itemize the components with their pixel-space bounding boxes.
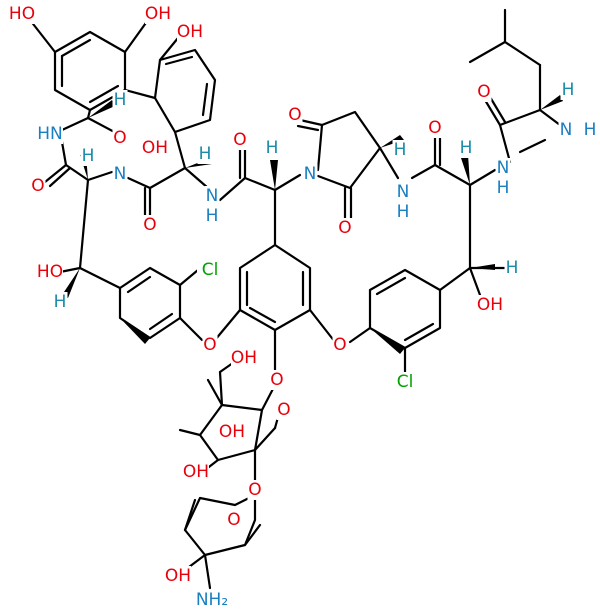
label-bg (112, 128, 128, 148)
atom-label-n-3: N (206, 186, 219, 206)
atom-label-h-me: H (584, 120, 597, 140)
atom-label-cl-right: Cl (397, 372, 414, 392)
label-bg (142, 138, 168, 158)
label-bg (80, 146, 96, 166)
atom-label-o-ether-right: O (333, 335, 346, 355)
label-bg (269, 370, 285, 390)
atom-label-n-5: N (397, 182, 410, 202)
label-bg (197, 260, 223, 280)
atom-label-nh2: NH₂ (196, 590, 228, 610)
atom-label-oh-sugar-4: OH (183, 462, 209, 482)
atom-label-h-n6: H (497, 178, 510, 198)
stereo-wedges (62, 95, 563, 354)
atom-label-oh-top-mid: OH (145, 4, 171, 24)
label-bg (582, 120, 598, 140)
label-bg (183, 462, 209, 482)
atom-label-o-ether-left: O (203, 335, 216, 355)
atom-label-oh-sugar2: OH (165, 566, 191, 586)
label-bg (165, 566, 191, 586)
atom-label-oh-top-left: HO (9, 4, 35, 24)
label-bg (219, 422, 245, 442)
label-bg (9, 4, 35, 24)
label-bg (231, 348, 257, 368)
atom-label-o-pyr-top: O (288, 105, 301, 125)
label-bg (177, 22, 203, 42)
label-bg (392, 140, 408, 160)
label-bg (427, 118, 443, 138)
atom-label-h-a5: H (394, 140, 407, 160)
atom-label-o-sugar2-ring: O (227, 510, 240, 530)
label-bg (504, 258, 520, 278)
atom-label-h-n5: H (397, 202, 410, 222)
label-bg (337, 218, 353, 238)
atom-label-h-benzyl-left: H (54, 292, 67, 312)
label-bg (112, 164, 128, 184)
atom-label-o-sugar-link: O (248, 480, 261, 500)
atom-label-oh-right-benzyl: OH (477, 295, 503, 315)
label-bg (247, 480, 263, 500)
label-bg (193, 590, 231, 610)
atom-label-h-benzyl-right: H (506, 258, 519, 278)
atom-label-o-pyr-bot: O (338, 218, 351, 238)
atom-label-o-glyc: O (270, 370, 283, 390)
atom-label-o-amide5: O (428, 118, 441, 138)
atom-label-o-acid: O (113, 128, 126, 148)
atom-label-oh-sugar-ch2: OH (231, 348, 257, 368)
atom-label-oh-acid: OH (142, 138, 168, 158)
label-bg (332, 335, 348, 355)
label-bg (276, 400, 292, 420)
atom-label-oh-sugar-3: OH (219, 422, 245, 442)
label-bg (495, 178, 511, 198)
atom-label-o-amide2: O (143, 215, 156, 235)
label-bg (226, 510, 242, 530)
atom-label-oh-top-ring: OH (177, 22, 203, 42)
label-bg (204, 186, 220, 206)
atom-label-n-pyr: N (304, 164, 317, 184)
label-bg (204, 206, 220, 226)
atom-label-oh-left-benzyl: HO (37, 262, 63, 282)
atom-label-o-leu: O (477, 82, 490, 102)
label-bg (142, 215, 158, 235)
atom-label-cl-left: Cl (202, 260, 219, 280)
label-bg (37, 124, 63, 144)
label-bg (287, 105, 303, 125)
label-bg (37, 262, 63, 282)
label-bg (395, 182, 411, 202)
label-bg (145, 4, 171, 24)
label-bg (476, 82, 492, 102)
label-bg (458, 138, 474, 158)
atom-label-h-a1: H (114, 90, 127, 110)
atom-label-h-leu: H (562, 80, 575, 100)
atom-label-h-a2: H (82, 146, 95, 166)
label-bg (558, 120, 574, 140)
label-bg (197, 144, 213, 164)
atom-label-nh-left: HN (37, 124, 63, 144)
atom-label-h-a3: H (199, 144, 212, 164)
atom-label-h-a6: H (460, 138, 473, 158)
atom-label-n-2: N (114, 164, 127, 184)
label-bg (302, 164, 318, 184)
atom-label-h-a4: H (266, 138, 279, 158)
atom-label-h-n3: H (206, 206, 219, 226)
label-bg (560, 80, 576, 100)
label-bg (264, 138, 280, 158)
label-bg (232, 130, 248, 150)
label-bg (477, 295, 503, 315)
label-bg (30, 176, 46, 196)
label-bg (392, 372, 418, 392)
label-bg (112, 90, 128, 110)
atom-label-n-me: N (560, 120, 573, 140)
label-bg (52, 292, 68, 312)
atom-label-o-amide3: O (233, 130, 246, 150)
label-bg (495, 158, 511, 178)
atom-label-o-sugar-ring: O (277, 400, 290, 420)
label-bg (395, 202, 411, 222)
label-bg (202, 335, 218, 355)
atom-label-n-6: N (497, 158, 510, 178)
atom-label-o-left: O (31, 176, 44, 196)
